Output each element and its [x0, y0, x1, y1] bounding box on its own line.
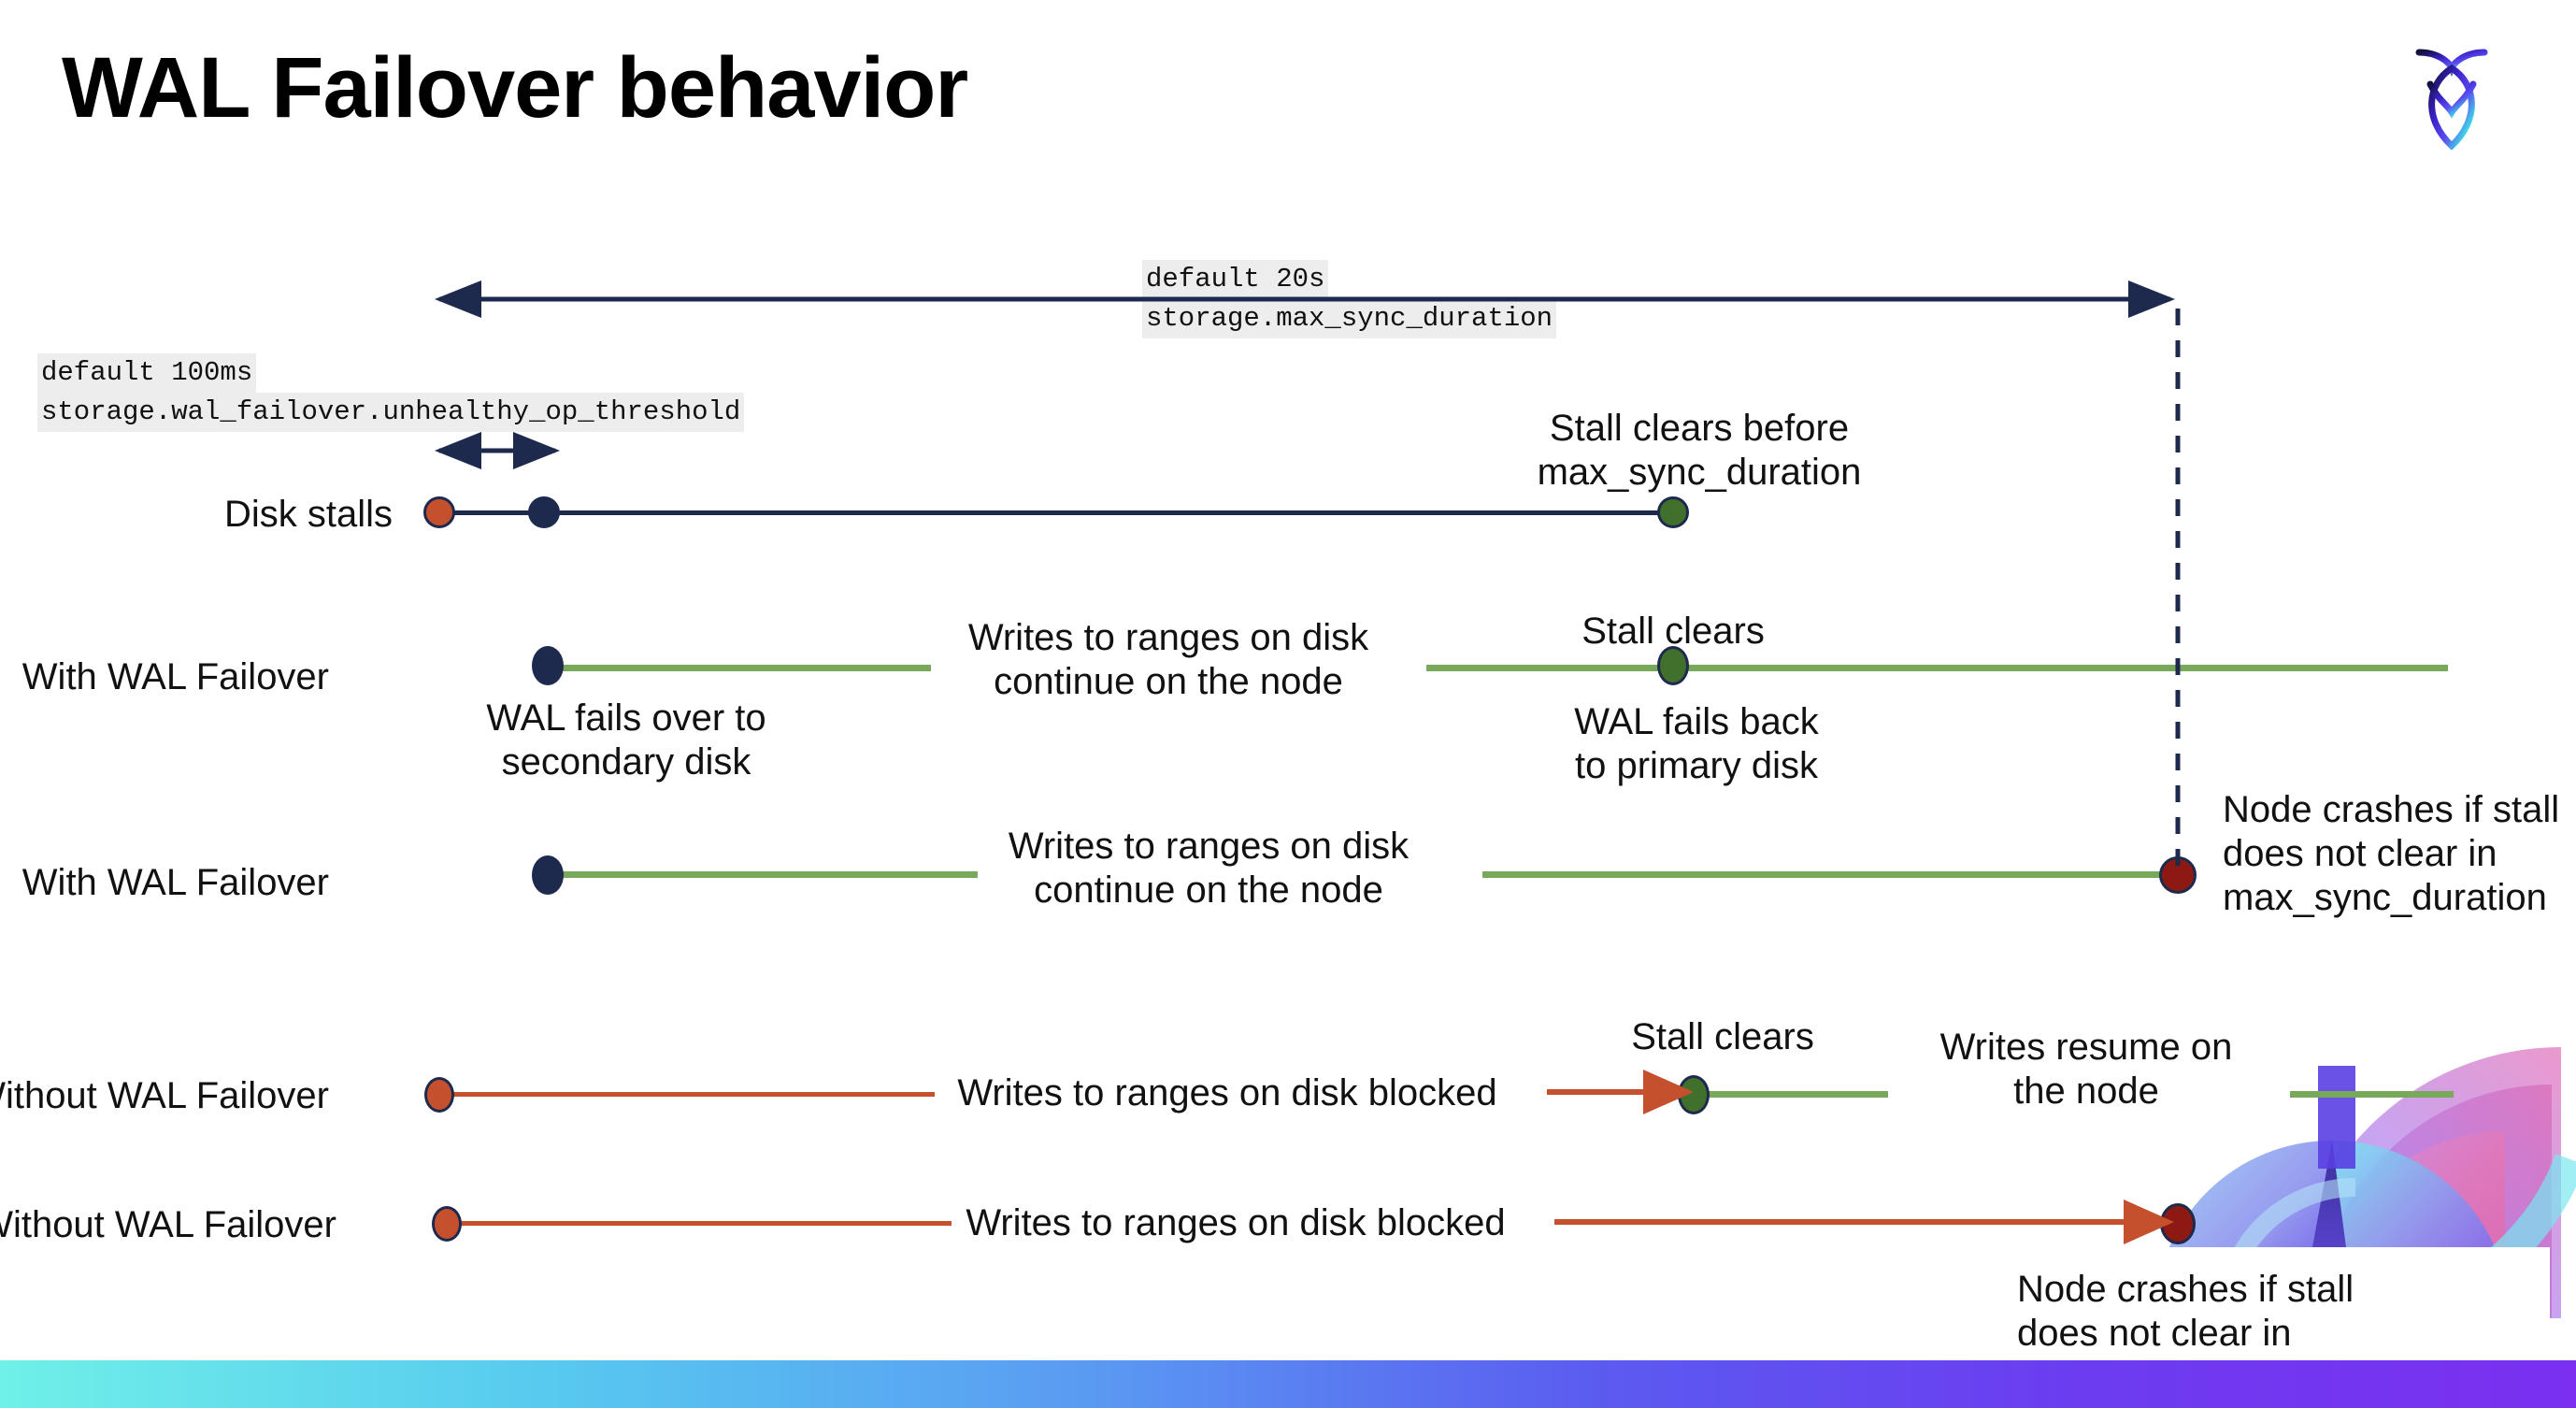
- note-stall-clears-row4: Stall clears: [1631, 1016, 1814, 1057]
- row4-track-resume: [1701, 1091, 1888, 1098]
- failover-threshold-dot[interactable]: [528, 496, 560, 528]
- wal-failover-dot-row3[interactable]: [532, 855, 564, 895]
- row3-track-left: [548, 871, 978, 878]
- row-label-without-wal-failover-2: Without WAL Failover: [0, 1204, 336, 1245]
- row3-track-right: [1482, 871, 2183, 878]
- stall-start-dot[interactable]: [423, 496, 455, 528]
- stall-start-dot-row4[interactable]: [424, 1077, 454, 1113]
- row-label-disk-stalls: Disk stalls: [223, 494, 393, 535]
- note-writes-resume: Writes resume on the node: [1939, 1027, 2233, 1112]
- note-writes-blocked-row4: Writes to ranges on disk blocked: [957, 1072, 1497, 1113]
- page-title: WAL Failover behavior: [62, 40, 968, 136]
- disk-stalls-track: [439, 510, 1675, 515]
- row-label-with-wal-failover-1: With WAL Failover: [21, 656, 329, 697]
- note-writes-continue-row2: Writes to ranges on disk continue on the…: [967, 617, 1369, 702]
- note-stall-clears-before: Stall clears before max_sync_duration: [1537, 408, 1862, 493]
- cockroachdb-logo-icon: [2382, 26, 2522, 162]
- row4-track-blocked-left: [439, 1092, 935, 1097]
- note-stall-clears-row2: Stall clears: [1581, 611, 1765, 652]
- note-wal-fails-over: WAL fails over to secondary disk: [486, 697, 766, 783]
- row2-track-left: [548, 665, 931, 671]
- unhealthy-op-default-chip: default 100ms: [37, 353, 257, 393]
- note-node-crashes-row3: Node crashes if stall does not clear in …: [2223, 789, 2560, 918]
- wal-failover-dot-row2[interactable]: [532, 646, 564, 685]
- unhealthy-op-setting-chip: storage.wal_failover.unhealthy_op_thresh…: [37, 393, 745, 432]
- row-label-without-wal-failover-1: Without WAL Failover: [0, 1075, 329, 1116]
- row4-track-resume-far: [2290, 1091, 2454, 1098]
- row5-track-left: [447, 1221, 952, 1226]
- stall-clear-dot-row1[interactable]: [1657, 496, 1689, 528]
- note-wal-fails-back: WAL fails back to primary disk: [1574, 701, 1819, 786]
- footer-gradient-bar: [0, 1360, 2576, 1408]
- stall-start-dot-row5[interactable]: [432, 1206, 462, 1242]
- stall-clear-dot-row2[interactable]: [1657, 646, 1689, 685]
- row2-track-right: [1426, 665, 2448, 671]
- note-writes-blocked-row5: Writes to ranges on disk blocked: [966, 1202, 1506, 1243]
- note-writes-continue-row3: Writes to ranges on disk continue on the…: [1008, 826, 1410, 911]
- row-label-with-wal-failover-2: With WAL Failover: [21, 862, 329, 903]
